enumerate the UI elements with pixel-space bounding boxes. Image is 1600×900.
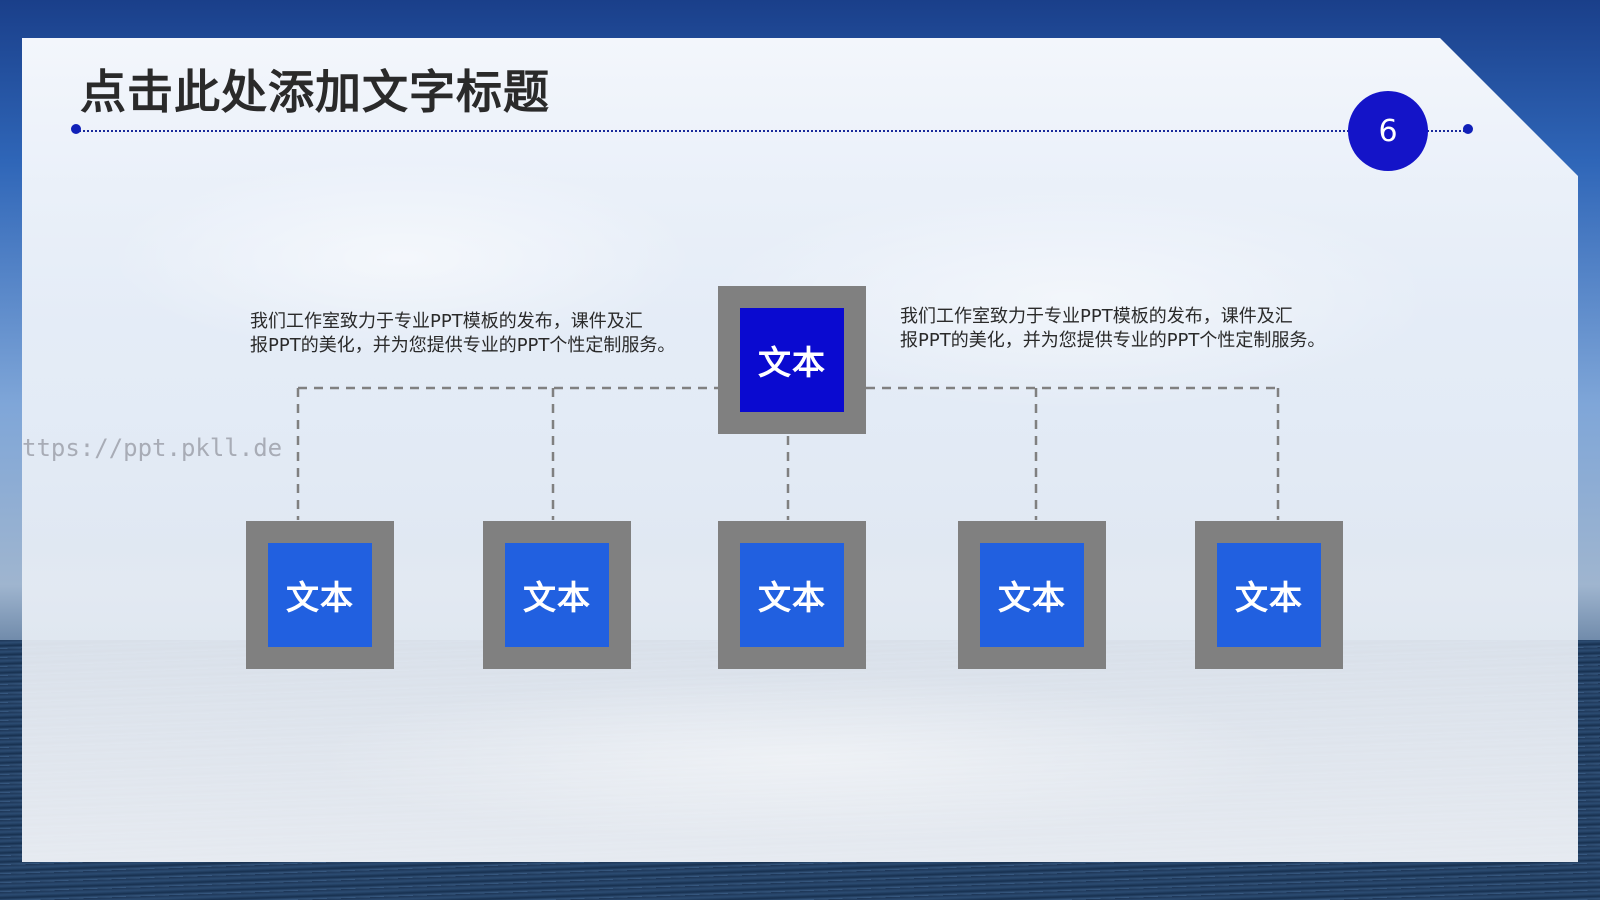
child-node-label: 文本 — [1217, 543, 1321, 647]
divider-end-dot — [1463, 124, 1473, 134]
child-node-3[interactable]: 文本 — [718, 521, 866, 669]
description-left[interactable]: 我们工作室致力于专业PPT模板的发布，课件及汇 报PPT的美化，并为您提供专业的… — [250, 311, 676, 356]
child-node-1[interactable]: 文本 — [246, 521, 394, 669]
child-node-label: 文本 — [268, 543, 372, 647]
root-node-label: 文本 — [740, 308, 844, 412]
page-number-badge: 6 — [1348, 91, 1428, 171]
divider-start-dot — [71, 124, 81, 134]
child-node-label: 文本 — [980, 543, 1084, 647]
child-node-2[interactable]: 文本 — [483, 521, 631, 669]
watermark-text: ttps://ppt.pkll.de — [22, 434, 283, 462]
child-node-5[interactable]: 文本 — [1195, 521, 1343, 669]
child-node-label: 文本 — [505, 543, 609, 647]
child-node-label: 文本 — [740, 543, 844, 647]
child-node-4[interactable]: 文本 — [958, 521, 1106, 669]
title-divider-line — [76, 130, 1468, 132]
root-node[interactable]: 文本 — [718, 286, 866, 434]
description-right[interactable]: 我们工作室致力于专业PPT模板的发布，课件及汇 报PPT的美化，并为您提供专业的… — [900, 306, 1326, 351]
slide-title[interactable]: 点击此处添加文字标题 — [80, 65, 550, 119]
